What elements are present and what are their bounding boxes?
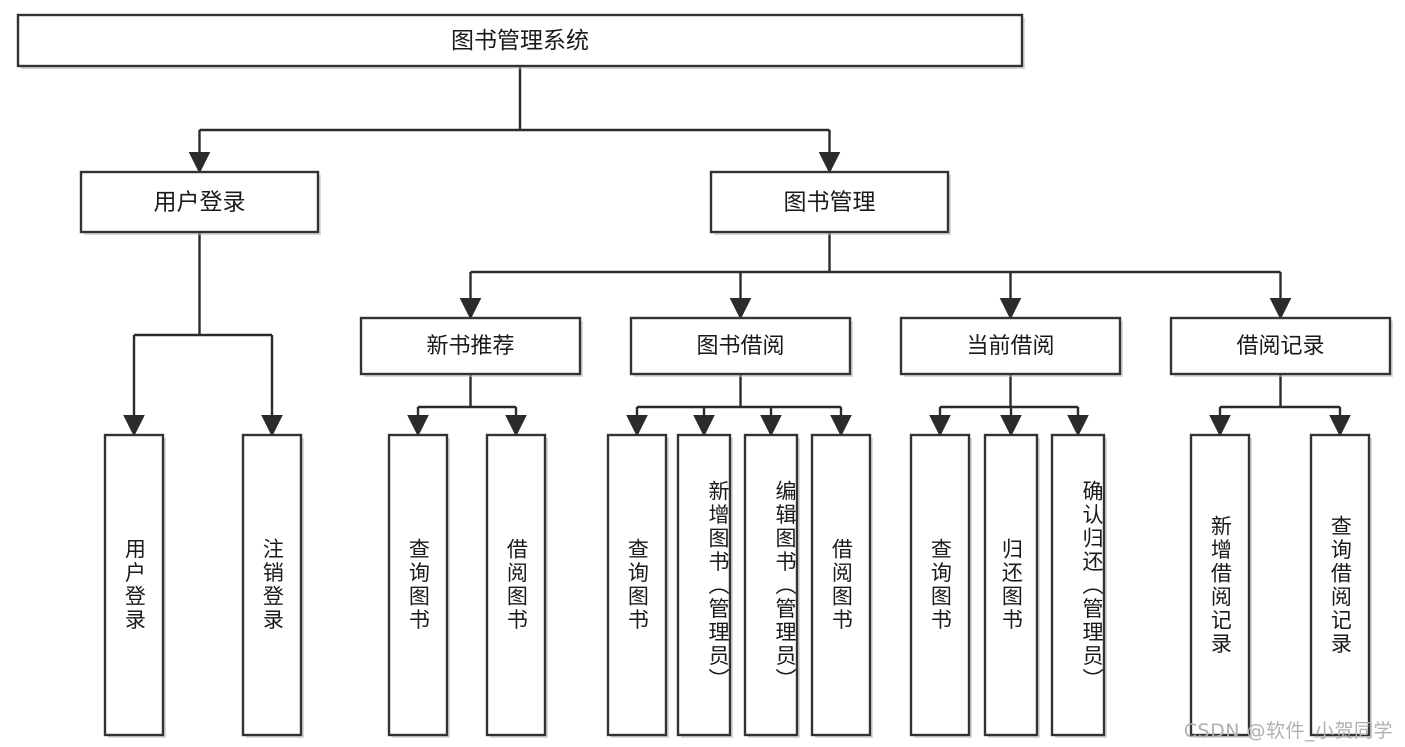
node-book-borrow[interactable] (629, 316, 852, 376)
leaf-leaf-borrow-add-book[interactable] (676, 433, 732, 737)
node-box-layer (16, 13, 1393, 738)
leaf-leaf-rec-add-record[interactable] (1189, 433, 1251, 737)
node-root[interactable] (16, 13, 1024, 68)
leaf-leaf-cur-return-book[interactable] (983, 433, 1039, 737)
leaf-leaf-cur-confirm-return[interactable] (1050, 433, 1106, 737)
node-root-label: 图书管理系统 (451, 28, 589, 54)
node-user-login-label: 用户登录 (154, 190, 246, 216)
leaf-leaf-rec-query-book[interactable] (387, 433, 449, 737)
node-borrow-record-label: 借阅记录 (1236, 334, 1324, 359)
node-new-book-rec-label: 新书推荐 (426, 334, 514, 359)
node-current-borrow[interactable] (899, 316, 1122, 376)
connector-layer (123, 66, 1351, 437)
node-book-manage-label: 图书管理 (784, 190, 876, 216)
leaf-leaf-rec-borrow-book[interactable] (485, 433, 547, 737)
leaf-leaf-borrow-borrow-book[interactable] (810, 433, 872, 737)
node-new-book-rec[interactable] (359, 316, 582, 376)
leaf-leaf-user-logout[interactable] (241, 433, 303, 737)
node-user-login[interactable] (79, 170, 320, 234)
leaf-leaf-user-login[interactable] (103, 433, 165, 737)
leaf-leaf-borrow-edit-book[interactable] (743, 433, 799, 737)
node-current-borrow-label: 当前借阅 (966, 334, 1054, 359)
node-book-borrow-label: 图书借阅 (696, 334, 784, 359)
leaf-leaf-borrow-query-book[interactable] (606, 433, 668, 737)
leaf-leaf-rec-query-record[interactable] (1309, 433, 1371, 737)
watermark-text: CSDN @软件_小贺同学 (1183, 720, 1393, 742)
node-book-manage[interactable] (709, 170, 950, 234)
leaf-leaf-cur-query-book[interactable] (909, 433, 971, 737)
node-borrow-record[interactable] (1169, 316, 1392, 376)
